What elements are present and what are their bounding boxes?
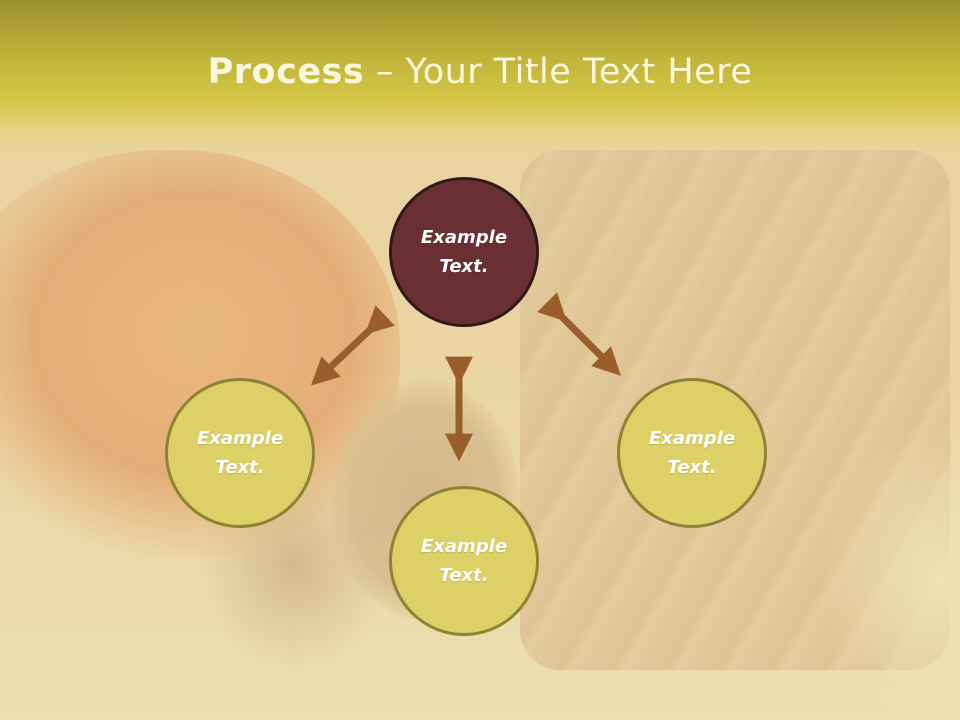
- process-node-top: Example Text.: [389, 177, 539, 327]
- arrow-top-left: [310, 305, 395, 386]
- process-node-left: Example Text.: [165, 378, 315, 528]
- node-line-2: Text.: [667, 457, 717, 478]
- process-node-bottom: Example Text.: [389, 486, 539, 636]
- title-bold: Process: [207, 52, 365, 92]
- node-text: Example Text.: [404, 532, 524, 590]
- title-banner: [0, 0, 960, 150]
- node-line-1: Example: [420, 227, 508, 248]
- node-line-2: Text.: [439, 256, 489, 277]
- node-text: Example Text.: [180, 424, 300, 482]
- node-line-1: Example: [420, 536, 508, 557]
- slide-title: Process – Your Title Text Here: [0, 52, 960, 92]
- node-line-2: Text.: [215, 457, 265, 478]
- arrow-top-right: [537, 292, 621, 376]
- node-line-2: Text.: [439, 565, 489, 586]
- node-line-1: Example: [648, 428, 736, 449]
- node-text: Example Text.: [404, 223, 524, 281]
- node-line-1: Example: [196, 428, 284, 449]
- title-rest: – Your Title Text Here: [364, 52, 753, 92]
- process-node-right: Example Text.: [617, 378, 767, 528]
- node-text: Example Text.: [632, 424, 752, 482]
